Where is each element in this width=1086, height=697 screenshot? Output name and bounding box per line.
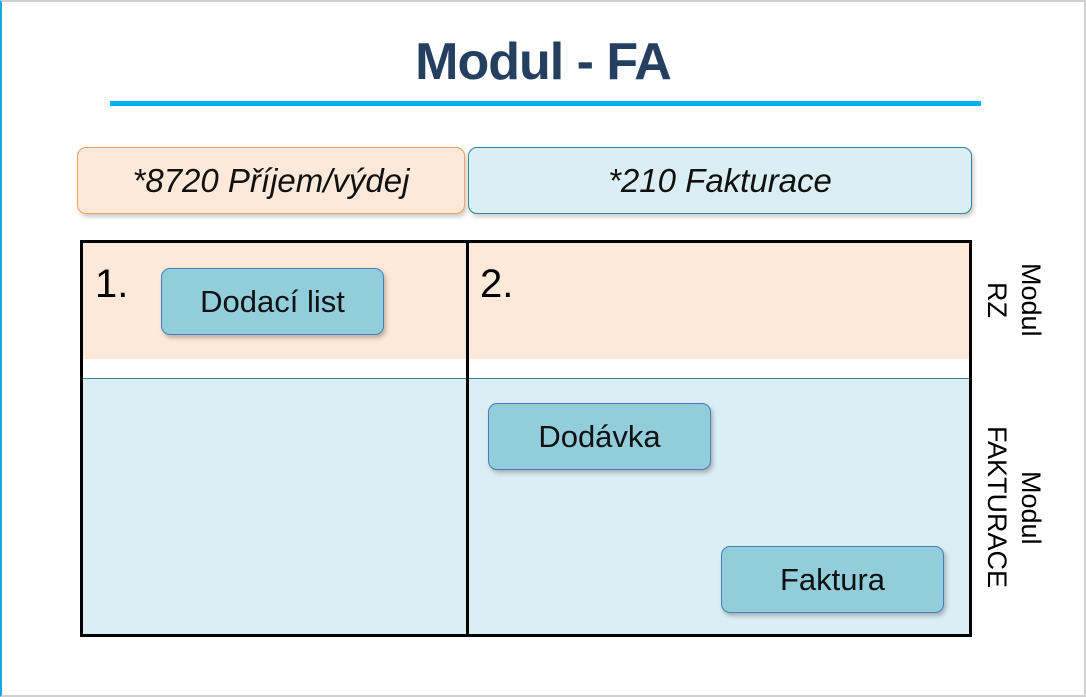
column-divider: [466, 240, 469, 637]
row-label-fakturace-line1: Modul: [1016, 470, 1046, 545]
dodaci-list-box: Dodací list: [161, 268, 384, 335]
faktura-box: Faktura: [721, 546, 944, 613]
row-label-rz-line1: Modul: [1016, 263, 1046, 337]
step-2-label: 2.: [480, 262, 514, 306]
dodavka-box: Dodávka: [488, 403, 711, 470]
row-label-fakturace-line2: FAKTURACE: [982, 426, 1012, 589]
slide-title: Modul - FA: [415, 33, 672, 91]
header-fakturace: *210 Fakturace: [468, 147, 972, 214]
grid-border: [80, 240, 972, 637]
title-underline: [110, 101, 981, 106]
step-1-label: 1.: [95, 262, 129, 306]
header-prijem-vydej: *8720 Příjem/výdej: [77, 147, 465, 214]
row-label-rz-line2: RZ: [982, 282, 1012, 318]
